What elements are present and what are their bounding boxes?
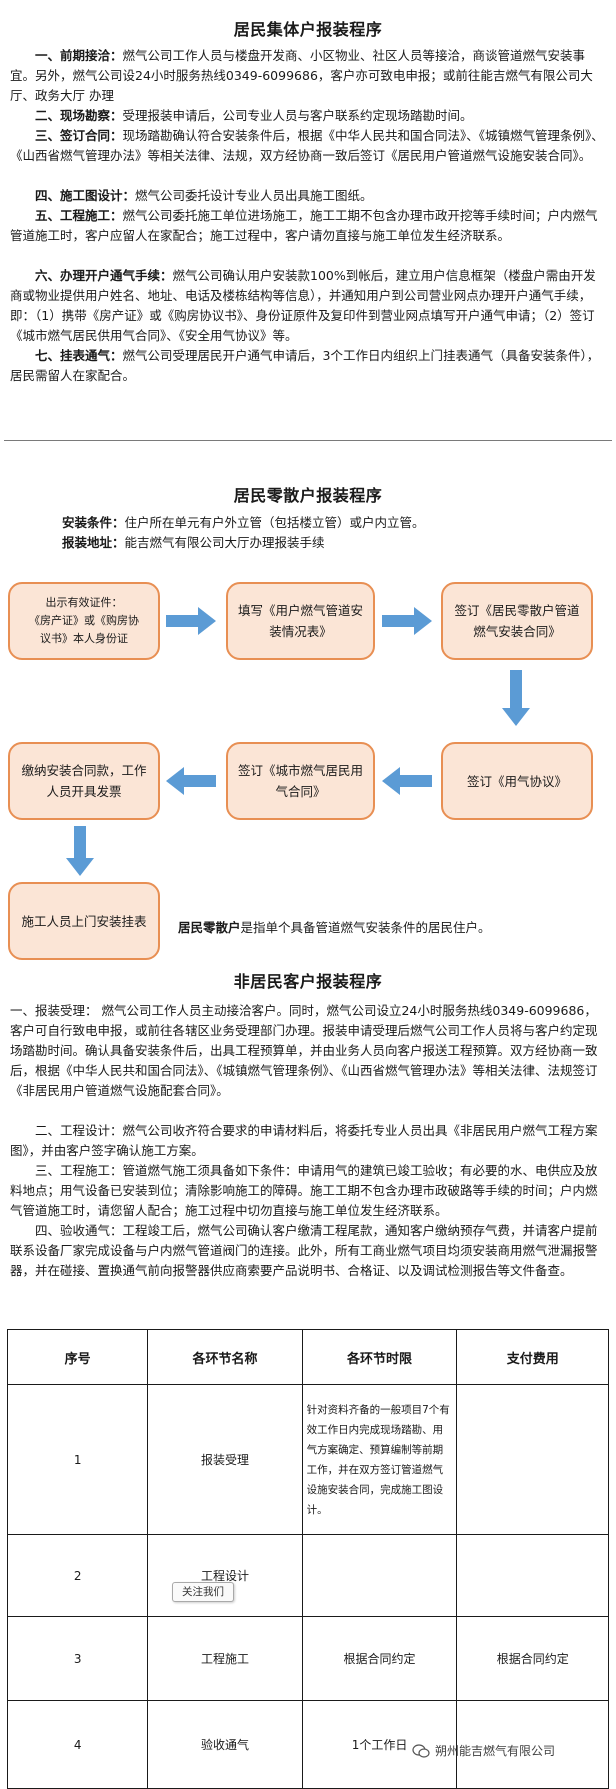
collective-step-6: 六、办理开户通气手续：燃气公司确认用户安装款100%到帐后，建立用户信息框架（楼… [10,266,608,346]
step-label: 三、签订合同： [35,128,123,143]
install-condition: 安装条件：住户所在单元有户外立管（包括楼立管）或户内立管。 [62,513,602,533]
address-label: 报装地址： [62,535,125,550]
right-arrow-icon [166,607,216,635]
follow-us-button[interactable]: 关注我们 [172,1582,234,1602]
wechat-icon [412,1743,430,1758]
flow-box-fill-form: 填写《用户燃气管道安装情况表》 [226,582,375,660]
condition-label: 安装条件： [62,515,125,530]
scattered-title: 居民零散户报装程序 [233,486,383,505]
step-label: 一、前期接洽： [35,48,123,63]
right-arrow-icon [382,607,432,635]
section-divider [4,440,612,441]
definition-text: 是指单个具备管道燃气安装条件的居民住户。 [240,920,491,935]
nonresident-para-2: 二、工程设计：燃气公司收齐符合要求的申请材料后，将委托专业人员出具《非居民用户燃… [10,1123,598,1158]
collective-title: 居民集体户报装程序 [233,20,383,39]
down-arrow-icon [502,670,530,726]
step-text: 燃气公司受理居民开户通气申请后，3个工作日内组织上门挂表通气（具备安装条件），居… [10,348,600,383]
column-header: 序号 [6,1329,149,1385]
table-row: 2 工程设计 [6,1534,609,1617]
row-fee: 根据合同约定 [456,1616,609,1701]
table-row: 3 工程施工 根据合同约定 根据合同约定 [6,1616,609,1701]
address-text: 能吉燃气有限公司大厅办理报装手续 [124,535,325,550]
column-header: 各环节名称 [147,1329,303,1385]
row-fee [456,1534,609,1617]
step-label: 二、现场勘察： [35,108,123,123]
nonresident-title: 非居民客户报装程序 [233,972,383,991]
row-stage-name: 报装受理 [147,1384,303,1535]
flow-box-install-meter: 施工人员上门安装挂表 [8,882,160,960]
watermark-text: 朔州能吉燃气有限公司 [435,1744,556,1758]
left-arrow-icon [382,767,432,795]
row-time-limit [301,1534,458,1617]
step-label: 七、挂表通气： [35,348,123,363]
flow-box-line: 《房产证》或《购房协 [29,614,139,627]
collective-step-2: 二、现场勘察：受理报装申请后，公司专业人员与客户联系约定现场踏勘时间。 [10,106,608,126]
row-number: 1 [6,1384,149,1535]
step-text: 燃气公司委托施工单位进场施工，施工工期不包含办理市政开挖等手续时间；户内燃气管道… [10,208,598,243]
nonresident-para-4: 四、验收通气：工程竣工后，燃气公司确认客户缴清工程尾款，通知客户缴纳预存气费，并… [10,1223,598,1278]
step-label: 六、办理开户通气手续： [35,268,173,283]
flow-box-line: 出示有效证件： [45,596,123,609]
collective-step-3: 三、签订合同：现场踏勘确认符合安装条件后，根据《中华人民共和国合同法》、《城镇燃… [10,126,608,166]
watermark: 朔州能吉燃气有限公司 [412,1742,555,1759]
collective-step-4: 四、施工图设计：燃气公司委托设计专业人员出具施工图纸。 [10,186,608,206]
scattered-definition: 居民零散户是指单个具备管道燃气安装条件的居民住户。 [178,918,598,938]
step-text: 燃气公司确认用户安装款100%到帐后，建立用户信息框架（楼盘户需由开发商或物业提… [10,268,596,343]
row-stage-name: 工程设计 [147,1534,303,1617]
flow-box-sign-supply-contract: 签订《城市燃气居民用气合同》 [226,742,375,820]
step-label: 四、施工图设计： [35,188,136,203]
flow-box-sign-gas-agreement: 签订《用气协议》 [441,742,593,820]
down-arrow-icon [66,826,94,876]
application-address: 报装地址：能吉燃气有限公司大厅办理报装手续 [62,533,602,553]
row-stage-name: 验收通气 [147,1700,303,1789]
condition-text: 住户所在单元有户外立管（包括楼立管）或户内立管。 [124,515,425,530]
left-arrow-icon [166,767,216,795]
flow-box-line: 议书》本人身份证 [40,632,128,645]
row-time-limit: 针对资料齐备的一般项目7个有效工作日内完成现场踏勘、用气方案确定、预算编制等前期… [301,1384,458,1535]
row-number: 3 [6,1616,149,1701]
flow-box-pay-invoice: 缴纳安装合同款，工作人员开具发票 [8,742,160,820]
step-text: 燃气公司委托设计专业人员出具施工图纸。 [135,188,373,203]
step-label: 五、工程施工： [35,208,123,223]
row-number: 2 [6,1534,149,1617]
table-header-row: 序号 各环节名称 各环节时限 支付费用 [6,1329,609,1385]
collective-step-5: 五、工程施工：燃气公司委托施工单位进场施工，施工工期不包含办理市政开挖等手续时间… [10,206,608,246]
step-text: 现场踏勘确认符合安装条件后，根据《中华人民共和国合同法》、《城镇燃气管理条例》、… [10,128,604,163]
definition-label: 居民零散户 [178,920,241,935]
column-header: 各环节时限 [301,1329,458,1385]
step-text: 受理报装申请后，公司专业人员与客户联系约定现场踏勘时间。 [122,108,473,123]
column-header: 支付费用 [456,1329,609,1385]
table-row: 1 报装受理 针对资料齐备的一般项目7个有效工作日内完成现场踏勘、用气方案确定、… [6,1384,609,1535]
flow-box-sign-install-contract: 签订《居民零散户管道燃气安装合同》 [441,582,593,660]
flow-box-show-id: 出示有效证件： 《房产证》或《购房协 议书》本人身份证 [8,582,160,660]
row-fee [456,1384,609,1535]
step-text: 燃气公司工作人员与楼盘开发商、小区物业、社区人员等接洽，商谈管道燃气安装事宜。另… [10,48,593,103]
schedule-table: 序号 各环节名称 各环节时限 支付费用 1 报装受理 针对资料齐备的一般项目7个… [6,1329,609,1789]
row-number: 4 [6,1700,149,1789]
nonresident-para-3: 三、工程施工：管道燃气施工须具备如下条件：申请用气的建筑已竣工验收；有必要的水、… [10,1163,598,1218]
row-time-limit: 根据合同约定 [301,1616,458,1701]
collective-step-1: 一、前期接洽：燃气公司工作人员与楼盘开发商、小区物业、社区人员等接洽，商谈管道燃… [10,46,608,106]
nonresident-para-1: 一、报装受理： 燃气公司工作人员主动接洽客户。同时，燃气公司设立24小时服务热线… [10,1003,598,1098]
row-stage-name: 工程施工 [147,1616,303,1701]
collective-step-7: 七、挂表通气：燃气公司受理居民开户通气申请后，3个工作日内组织上门挂表通气（具备… [10,346,608,386]
